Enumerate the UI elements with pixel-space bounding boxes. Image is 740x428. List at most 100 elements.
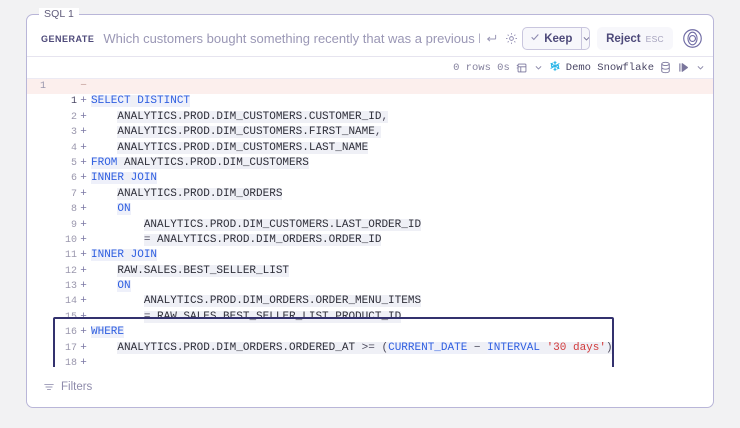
diff-line[interactable]: 6+INNER JOIN <box>27 171 713 187</box>
reject-shortcut: ESC <box>645 33 664 44</box>
code-text: RAW.SALES.BEST_SELLER_LIST <box>117 264 290 277</box>
gutter-new-line: 6 <box>70 173 77 185</box>
cell-title: SQL 1 <box>39 8 79 21</box>
diff-sign: + <box>80 264 87 277</box>
gutter-new-line: 17 <box>64 342 77 354</box>
keep-button[interactable]: Keep <box>523 28 581 49</box>
diff-sign: + <box>80 187 87 200</box>
diff-sign: + <box>80 203 87 216</box>
table-view-chevron-down-icon[interactable] <box>534 63 543 72</box>
gutter-new-line: 8 <box>70 204 77 216</box>
keep-label: Keep <box>544 32 573 45</box>
diff-sign: + <box>80 141 87 154</box>
connection-name: Demo Snowflake <box>565 61 654 74</box>
reject-label: Reject <box>606 32 641 45</box>
diff-sign: + <box>80 310 87 323</box>
gutter-new-line: 4 <box>70 142 77 154</box>
keep-dropdown-toggle[interactable] <box>581 28 590 49</box>
diff-sign: + <box>80 326 87 339</box>
diff-sign: + <box>80 280 87 293</box>
check-icon <box>530 32 540 45</box>
gutter-new-line: 11 <box>64 250 77 262</box>
code-text: ANALYTICS.PROD.DIM_CUSTOMERS.LAST_ORDER_… <box>143 218 422 231</box>
cell-status-bar: 0 rows 0s <box>27 57 713 79</box>
filters-label: Filters <box>61 381 93 393</box>
database-icon[interactable] <box>660 61 671 74</box>
code-text: ON <box>117 203 131 216</box>
gutter-new-line: 14 <box>64 296 77 308</box>
diff-line[interactable]: 18+ <box>27 356 713 368</box>
diff-line[interactable]: 15+ = RAW.SALES.BEST_SELLER_LIST.PRODUCT… <box>27 309 713 326</box>
rows-time-label: 0 rows 0s <box>453 61 510 74</box>
diff-sign: − <box>80 80 87 92</box>
gutter-new-line: 7 <box>70 188 77 200</box>
diff-line[interactable]: 16+ WHERE <box>27 325 713 341</box>
diff-line[interactable]: 9+ ANALYTICS.PROD.DIM_CUSTOMERS.LAST_ORD… <box>27 217 713 233</box>
code-text: ANALYTICS.PROD.DIM_ORDERS.ORDERED_AT >= … <box>117 341 613 354</box>
code-text: FROM ANALYTICS.PROD.DIM_CUSTOMERS <box>91 156 309 169</box>
diff-line[interactable]: 1− <box>27 79 713 95</box>
gutter-new-line: 10 <box>64 234 77 246</box>
diff-sign: + <box>80 110 87 123</box>
code-text: ANALYTICS.PROD.DIM_ORDERS.ORDER_MENU_ITE… <box>143 295 422 308</box>
diff-line[interactable]: 14+ ANALYTICS.PROD.DIM_ORDERS.ORDER_MENU… <box>27 294 713 310</box>
diff-line[interactable]: 17+ ANALYTICS.PROD.DIM_ORDERS.ORDERED_AT… <box>27 340 713 357</box>
filter-icon <box>43 381 55 393</box>
generate-prompt-text[interactable]: Which customers bought something recentl… <box>103 31 480 46</box>
gutter-new-line: 12 <box>64 265 77 277</box>
snowflake-icon <box>549 60 561 76</box>
gutter-new-line: 13 <box>64 281 77 293</box>
code-text: ANALYTICS.PROD.DIM_CUSTOMERS.FIRST_NAME, <box>117 126 382 139</box>
code-text: ANALYTICS.PROD.DIM_CUSTOMERS.CUSTOMER_ID… <box>117 110 389 123</box>
gutter-new-line: 16 <box>64 327 77 339</box>
reject-button[interactable]: Reject ESC <box>597 27 673 50</box>
diff-line[interactable]: 4+ ANALYTICS.PROD.DIM_CUSTOMERS.LAST_NAM… <box>27 140 713 156</box>
gutter-new-line: 9 <box>70 219 77 231</box>
code-text: = ANALYTICS.PROD.DIM_ORDERS.ORDER_ID <box>143 233 382 246</box>
diff-line[interactable]: 7+ ANALYTICS.PROD.DIM_ORDERS <box>27 186 713 203</box>
code-text: INNER JOIN <box>91 249 158 262</box>
code-text: ANALYTICS.PROD.DIM_ORDERS <box>117 187 283 200</box>
run-chevron-down-icon[interactable] <box>696 63 705 72</box>
generate-prompt-bar: GENERATE Which customers bought somethin… <box>27 21 713 57</box>
table-view-icon[interactable] <box>516 62 528 74</box>
diff-sign: + <box>80 233 87 246</box>
diff-sign: + <box>80 341 87 354</box>
diff-sign: + <box>80 126 87 139</box>
code-text: INNER JOIN <box>91 172 158 185</box>
filters-bar[interactable]: Filters <box>27 367 713 407</box>
gear-icon[interactable] <box>505 32 518 45</box>
diff-line[interactable]: 12+ RAW.SALES.BEST_SELLER_LIST <box>27 263 713 280</box>
generate-label: GENERATE <box>41 33 95 44</box>
code-text: SELECT DISTINCT <box>91 95 191 108</box>
diff-line[interactable]: 10+ = ANALYTICS.PROD.DIM_ORDERS.ORDER_ID <box>27 232 713 249</box>
enter-return-icon[interactable] <box>486 33 497 44</box>
diff-line[interactable]: 11+ INNER JOIN <box>27 248 713 264</box>
diff-sign: + <box>80 218 87 231</box>
sql-cell-card: SQL 1 GENERATE Which customers bought so… <box>26 8 714 408</box>
diff-line[interactable]: 5+FROM ANALYTICS.PROD.DIM_CUSTOMERS <box>27 155 713 172</box>
gutter-new-line: 3 <box>70 127 77 139</box>
diff-line[interactable]: 2+ ANALYTICS.PROD.DIM_CUSTOMERS.CUSTOMER… <box>27 109 713 126</box>
diff-sign: + <box>80 95 87 108</box>
gutter-new-line: 2 <box>70 111 77 123</box>
code-text: WHERE <box>91 326 125 339</box>
ai-ring-icon[interactable] <box>682 28 703 49</box>
gutter-old-line: 1 <box>39 81 46 92</box>
gutter-new-line: 18 <box>64 358 77 368</box>
diff-sign: + <box>80 357 87 368</box>
run-icon[interactable] <box>677 61 690 74</box>
diff-sign: + <box>80 156 87 169</box>
code-text: = RAW.SALES.BEST_SELLER_LIST.PRODUCT_ID <box>143 310 402 323</box>
diff-line[interactable]: 8+ ON <box>27 202 713 218</box>
code-text: ANALYTICS.PROD.DIM_CUSTOMERS.LAST_NAME <box>117 141 369 154</box>
diff-line[interactable]: 1+ SELECT DISTINCT <box>27 94 713 110</box>
diff-sign: + <box>80 249 87 262</box>
diff-line[interactable]: 13+ ON <box>27 279 713 295</box>
gutter-new-line: 1 <box>70 96 77 108</box>
diff-line[interactable]: 3+ ANALYTICS.PROD.DIM_CUSTOMERS.FIRST_NA… <box>27 125 713 141</box>
connection-chip[interactable]: Demo Snowflake <box>549 60 654 76</box>
